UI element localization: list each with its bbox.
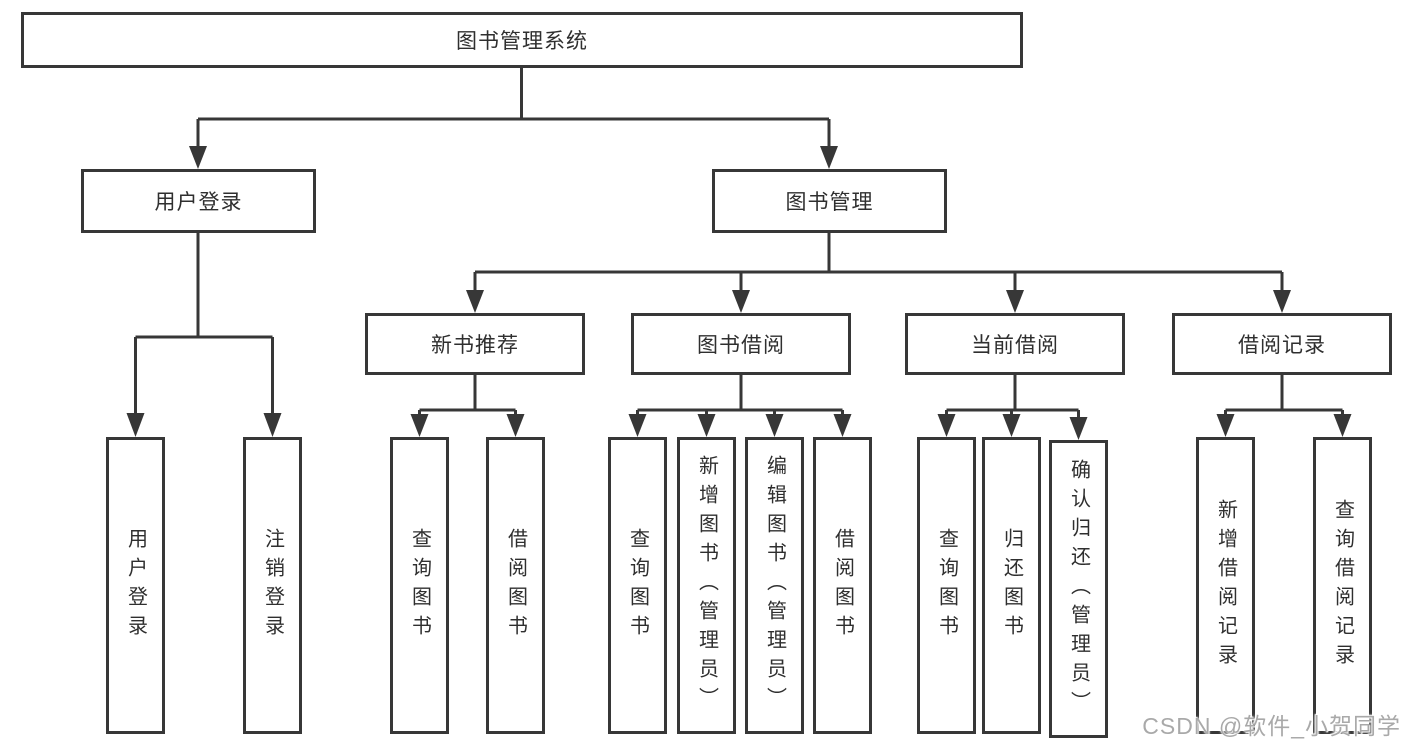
- node-book-borrow: 图书借阅: [631, 313, 851, 375]
- csdn-watermark: CSDN @软件_小贺同学: [1142, 713, 1401, 739]
- leaf-logout: 注销登录: [243, 437, 302, 734]
- arrowhead: [1006, 290, 1024, 313]
- node-label: 图书管理系统: [456, 30, 588, 53]
- node-label: 新增借阅记录: [1214, 498, 1237, 673]
- node-label: 编辑图书（管理员）: [763, 455, 786, 716]
- arrowhead: [765, 414, 784, 437]
- arrowhead: [126, 413, 145, 437]
- node-label: 当前借阅: [971, 334, 1059, 357]
- connector-current-children: [937, 375, 1088, 440]
- arrowhead: [628, 414, 647, 437]
- node-label: 图书借阅: [697, 334, 785, 357]
- node-book-management: 图书管理: [712, 169, 947, 233]
- leaf-return-books: 归还图书: [982, 437, 1041, 734]
- node-label: 新增图书（管理员）: [695, 455, 718, 716]
- arrowhead: [833, 414, 852, 437]
- node-label: 用户登录: [124, 527, 147, 644]
- arrowhead: [1333, 414, 1352, 437]
- node-label: 注销登录: [261, 527, 284, 644]
- connector-borrow-children: [628, 375, 852, 437]
- leaf-recommend-borrow-books: 借阅图书: [486, 437, 545, 734]
- leaf-recommend-query-books: 查询图书: [390, 437, 449, 734]
- arrowhead: [1273, 290, 1291, 313]
- leaf-add-borrow-record: 新增借阅记录: [1196, 437, 1255, 734]
- connector-mgmt-to-level3: [466, 233, 1291, 313]
- arrowhead: [820, 146, 838, 169]
- connector-login-children: [126, 233, 282, 437]
- node-label: 图书管理: [785, 191, 874, 214]
- node-label: 查询图书: [626, 527, 649, 644]
- node-label: 用户登录: [154, 191, 243, 214]
- arrowhead: [1002, 414, 1021, 437]
- node-label: 归还图书: [1000, 527, 1023, 644]
- node-borrow-records: 借阅记录: [1172, 313, 1392, 375]
- arrowhead: [189, 146, 207, 169]
- connector-root-to-level2: [189, 68, 838, 169]
- leaf-user-login: 用户登录: [106, 437, 165, 734]
- node-label: 查询图书: [935, 527, 958, 644]
- arrowhead: [697, 414, 716, 437]
- connector-records-children: [1216, 375, 1352, 437]
- leaf-borrow-books: 借阅图书: [813, 437, 872, 734]
- leaf-current-query-books: 查询图书: [917, 437, 976, 734]
- arrowhead: [506, 414, 525, 437]
- leaf-confirm-return-admin: 确认归还（管理员）: [1049, 440, 1108, 738]
- connector-recommend-children: [410, 375, 525, 437]
- arrowhead: [410, 414, 429, 437]
- node-label: 借阅图书: [504, 527, 527, 644]
- node-label: 查询借阅记录: [1331, 498, 1354, 673]
- leaf-query-borrow-record: 查询借阅记录: [1313, 437, 1372, 734]
- arrowhead: [732, 290, 750, 313]
- node-new-book-recommend: 新书推荐: [365, 313, 585, 375]
- node-label: 查询图书: [408, 527, 431, 644]
- arrowhead: [937, 414, 956, 437]
- arrowhead: [466, 290, 484, 313]
- leaf-borrow-query-books: 查询图书: [608, 437, 667, 734]
- node-library-management-system: 图书管理系统: [21, 12, 1023, 68]
- leaf-edit-books-admin: 编辑图书（管理员）: [745, 437, 804, 734]
- node-label: 借阅记录: [1238, 334, 1326, 357]
- arrowhead: [1216, 414, 1235, 437]
- node-label: 确认归还（管理员）: [1067, 458, 1090, 720]
- node-current-borrow: 当前借阅: [905, 313, 1125, 375]
- node-label: 借阅图书: [831, 527, 854, 644]
- node-user-login: 用户登录: [81, 169, 316, 233]
- node-label: 新书推荐: [431, 334, 519, 357]
- arrowhead: [263, 413, 282, 437]
- leaf-add-books-admin: 新增图书（管理员）: [677, 437, 736, 734]
- arrowhead: [1069, 417, 1088, 440]
